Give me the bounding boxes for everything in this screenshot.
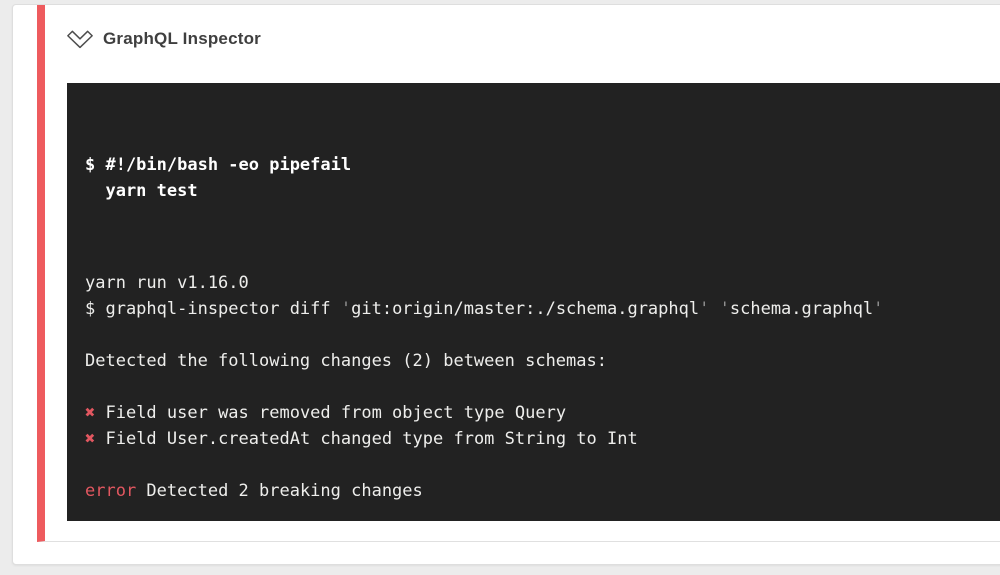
output-line [85, 504, 1000, 521]
build-step-card: GraphQL Inspector $ #!/bin/bash -eo pipe… [12, 4, 1000, 565]
output-line [85, 322, 1000, 348]
terminal-command: $ #!/bin/bash -eo pipefail yarn test [85, 152, 1000, 204]
failed-step: GraphQL Inspector $ #!/bin/bash -eo pipe… [37, 5, 1000, 542]
terminal-output: yarn run v1.16.0 $ graphql-inspector diff… [85, 270, 1000, 521]
chevron-down-icon[interactable] [66, 28, 94, 50]
output-line: Detected the following changes (2) betwe… [85, 351, 607, 371]
output-line [85, 452, 1000, 478]
output-line [85, 374, 1000, 400]
terminal-output-panel: $ #!/bin/bash -eo pipefail yarn test yar… [67, 83, 1000, 521]
output-line: $ graphql-inspector diff 'git:origin/mas… [85, 299, 884, 319]
output-line: ✖ Field User.createdAt changed type from… [85, 429, 638, 449]
output-line: yarn run v1.16.0 [85, 273, 249, 293]
output-line: ✖ Field user was removed from object typ… [85, 403, 567, 423]
step-title: GraphQL Inspector [103, 29, 262, 48]
command-line: yarn test [85, 181, 198, 201]
step-header[interactable]: GraphQL Inspector [45, 5, 1000, 50]
output-line: error Detected 2 breaking changes [85, 481, 423, 501]
command-line: $ #!/bin/bash -eo pipefail [85, 155, 352, 175]
